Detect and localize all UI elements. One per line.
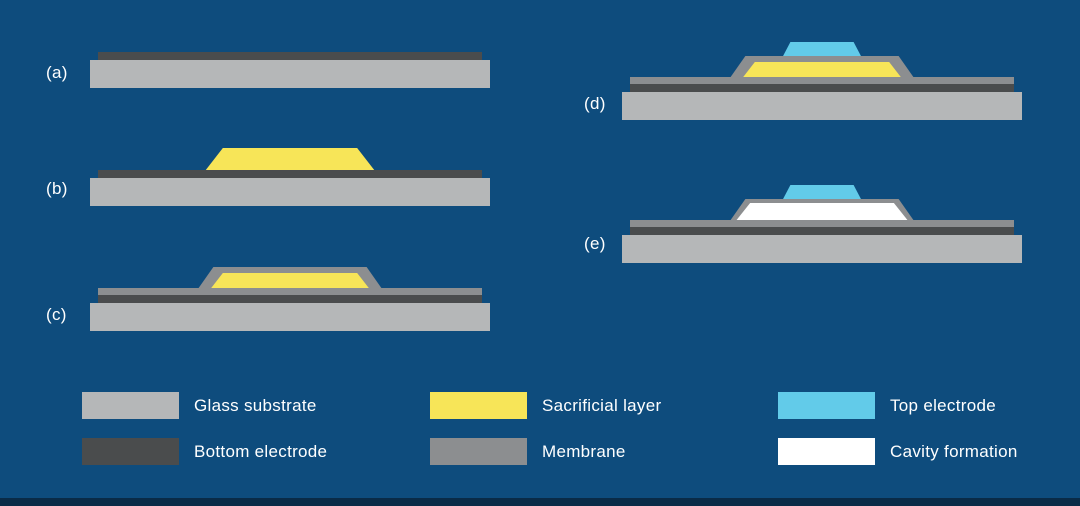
bottom-electrode-layer [98,52,482,61]
panel-d [622,42,1022,120]
legend-item-top-electrode: Top electrode [778,392,996,419]
panel-a [90,52,490,88]
legend-item-bottom-electrode: Bottom electrode [82,438,327,465]
glass-substrate-swatch [82,392,179,419]
sacrificial-layer [205,148,375,171]
panel-e [622,185,1022,263]
glass-substrate-layer [90,60,490,88]
legend-label: Top electrode [890,395,996,415]
top-electrode-swatch [778,392,875,419]
panel-e-label: (e) [584,234,606,253]
membrane-layer [98,288,482,296]
legend-item-cavity-formation: Cavity formation [778,438,1018,465]
panel-c-label: (c) [46,305,67,324]
bottom-electrode-layer [630,227,1014,236]
glass-substrate-layer [622,235,1022,263]
legend-label: Cavity formation [890,441,1018,461]
panel-a-label: (a) [46,63,68,82]
legend-item-membrane: Membrane [430,438,626,465]
legend-label: Sacrificial layer [542,395,662,415]
panel-b-label: (b) [46,179,68,198]
membrane-layer [630,77,1014,85]
bottom-electrode-layer [98,170,482,179]
legend-label: Bottom electrode [194,441,328,461]
panel-d-label: (d) [584,94,606,113]
legend-label: Membrane [542,441,626,461]
panel-b [90,148,490,206]
membrane-layer [630,220,1014,228]
sacrificial-layer-swatch [430,392,527,419]
top-electrode-layer [782,42,862,58]
footer-bar [0,498,1080,506]
glass-substrate-layer [90,178,490,206]
bottom-electrode-swatch [82,438,179,465]
bottom-electrode-layer [630,84,1014,93]
cavity-formation-swatch [778,438,875,465]
bottom-electrode-layer [98,295,482,304]
panel-c [90,267,490,331]
glass-substrate-layer [90,303,490,331]
legend-item-glass-substrate: Glass substrate [82,392,317,419]
glass-substrate-layer [622,92,1022,120]
membrane-swatch [430,438,527,465]
top-electrode-layer [782,185,862,201]
legend-label: Glass substrate [194,395,317,415]
legend-item-sacrificial-layer: Sacrificial layer [430,392,661,419]
